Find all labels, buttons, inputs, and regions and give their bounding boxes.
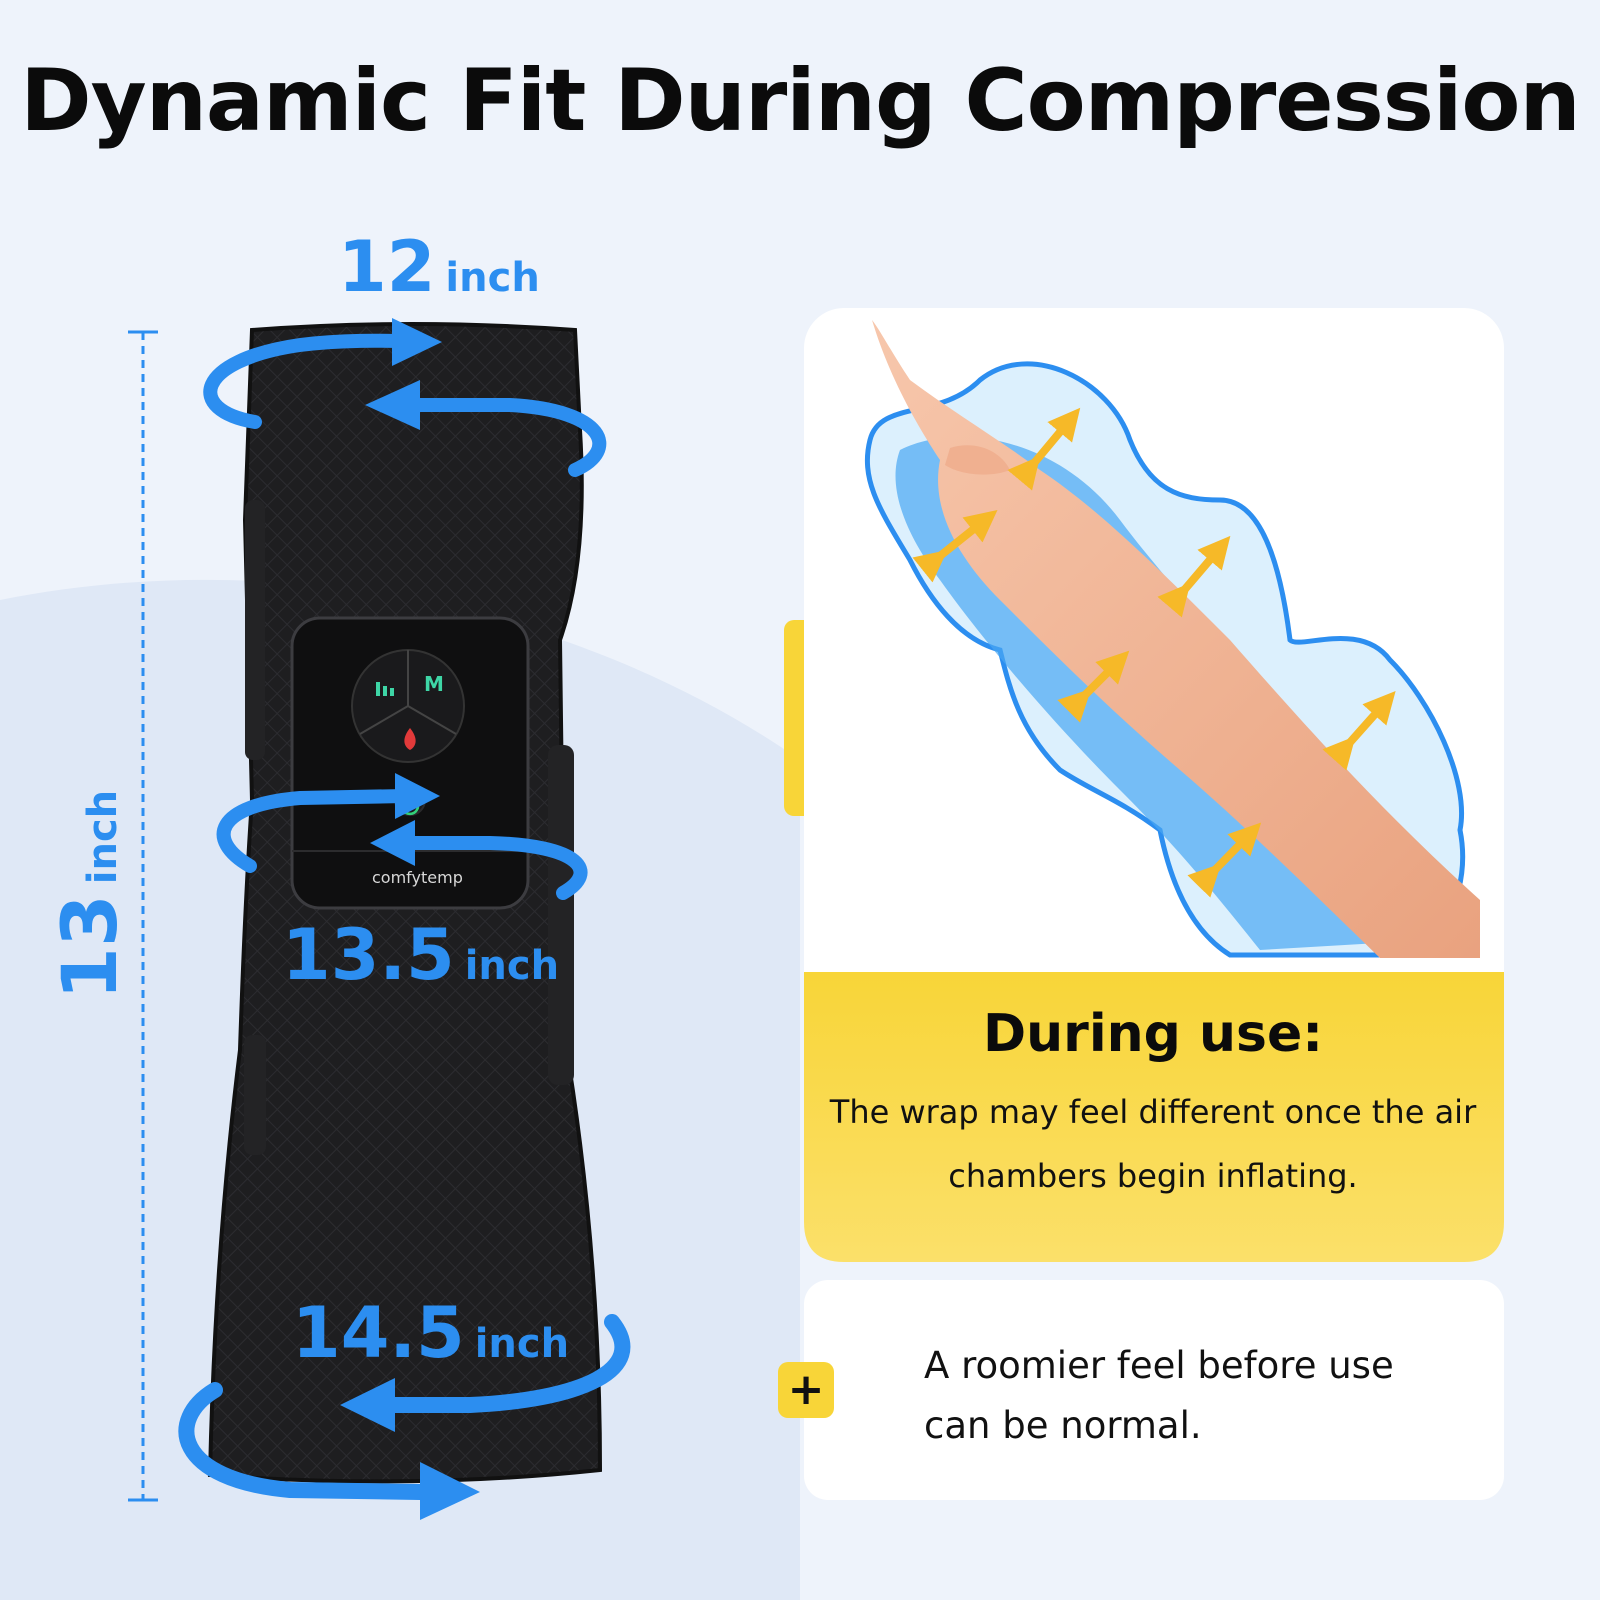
device-brand-logo: comfytemp xyxy=(372,868,463,887)
page-title: Dynamic Fit During Compression xyxy=(20,51,1581,151)
note-card xyxy=(804,1280,1504,1500)
info-card-description: The wrap may feel different once the air… xyxy=(829,1093,1477,1195)
bottom-arrowhead-right xyxy=(420,1462,480,1520)
middle-arrowhead-left xyxy=(370,820,415,866)
top-arrowhead-right xyxy=(392,318,442,366)
middle-circumference-value: 13.5 xyxy=(282,914,455,996)
wrap-strap-right xyxy=(548,745,574,1085)
height-dimension-line xyxy=(128,330,158,1502)
top-circumference-unit: inch xyxy=(445,255,540,301)
top-arrowhead-left xyxy=(365,380,420,430)
bottom-arrowhead-left xyxy=(340,1378,395,1432)
height-label: 13 inch xyxy=(45,789,134,1000)
top-rotation-arrows xyxy=(203,333,607,477)
top-circumference-value: 12 xyxy=(338,226,436,308)
bottom-circumference-unit: inch xyxy=(474,1321,570,1367)
bottom-circumference-value: 14.5 xyxy=(292,1292,465,1374)
intensity-icon xyxy=(376,682,394,696)
plus-icon: + xyxy=(778,1362,834,1418)
height-unit: inch xyxy=(80,789,126,885)
thumb xyxy=(945,445,1010,475)
wrap-strap-upper xyxy=(245,500,265,760)
middle-circumference-unit: inch xyxy=(464,943,560,989)
heat-icon xyxy=(404,728,416,750)
note-text: A roomier feel before use can be normal. xyxy=(924,1344,1394,1447)
bottom-rotation-arrows xyxy=(178,1314,631,1500)
info-card-yellow-panel xyxy=(804,972,1504,1262)
height-value: 13 xyxy=(45,894,134,1000)
wrap-strap-lower xyxy=(244,1035,266,1155)
mode-button-label: M xyxy=(424,672,444,696)
info-card-heading: During use: xyxy=(982,1004,1324,1064)
middle-arrowhead-right xyxy=(395,773,440,819)
middle-rotation-arrows xyxy=(216,789,588,900)
expansion-arrows xyxy=(912,407,1396,898)
controller-unit xyxy=(290,616,530,910)
